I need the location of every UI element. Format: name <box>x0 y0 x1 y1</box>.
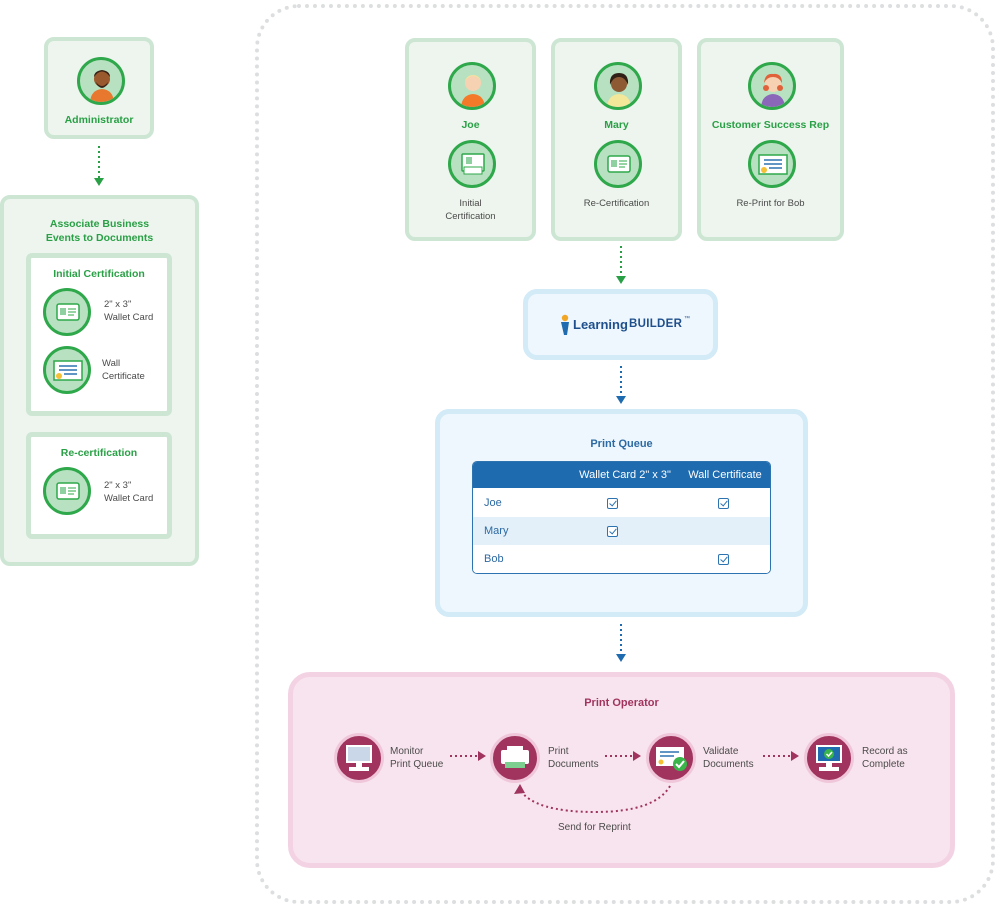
administrator-avatar-icon <box>77 57 125 105</box>
arrow-step1-to-step2 <box>450 751 486 761</box>
row-name: Joe <box>484 497 502 509</box>
wall-certificate-icon <box>43 346 91 394</box>
mary-avatar-icon <box>594 62 642 110</box>
customer-success-rep-name: Customer Success Rep <box>711 119 830 131</box>
learningbuilder-logo: Learning BUILDER ™ <box>558 314 690 336</box>
row-name: Mary <box>484 525 509 537</box>
associate-title-line1: Associate Business <box>49 218 150 230</box>
table-row: Bob <box>473 545 770 573</box>
arrow-print-queue-to-operator <box>616 624 626 662</box>
table-row: Joe <box>473 489 770 517</box>
wallet-card-icon <box>594 140 642 188</box>
workflow-region <box>255 4 995 904</box>
recert-item1-line2: Wallet Card <box>104 493 154 504</box>
wallet-card-icon <box>43 467 91 515</box>
joe-action-line2: Certification <box>445 211 496 222</box>
joe-name: Joe <box>461 119 480 131</box>
arrow-admin-to-associate <box>94 146 104 186</box>
column-header-wall-certificate: Wall Certificate <box>688 469 762 481</box>
table-row: Mary <box>473 517 770 545</box>
print-queue-title: Print Queue <box>590 438 653 450</box>
mary-name: Mary <box>604 119 629 131</box>
arrow-step3-to-step4 <box>763 751 799 761</box>
learningbuilder-logo-part2: BUILDER <box>629 318 683 330</box>
learningbuilder-logo-part1: Learning <box>573 317 628 332</box>
record-complete-icon <box>804 733 854 783</box>
step3-line1: Validate <box>703 746 739 757</box>
initial-certification-box: Initial Certification 2" x 3" Wallet Car… <box>26 253 172 416</box>
learningbuilder-card: Learning BUILDER ™ <box>523 289 718 360</box>
customer-success-rep-avatar-icon <box>748 62 796 110</box>
arrow-step2-to-step3 <box>605 751 641 761</box>
person-card-joe: Joe Initial Certification <box>405 38 536 241</box>
joe-action-line1: Initial <box>459 198 482 209</box>
arrow-learningbuilder-to-print-queue <box>616 366 626 404</box>
customer-success-rep-action: Re-Print for Bob <box>736 198 805 209</box>
administrator-label: Administrator <box>64 114 134 126</box>
bob-wall-checkbox-icon <box>718 545 729 573</box>
column-header-wallet-card: Wallet Card 2" x 3" <box>579 469 671 481</box>
step3-line2: Documents <box>703 759 754 770</box>
arrow-send-for-reprint <box>514 784 671 814</box>
recertification-box: Re-certification 2" x 3" Wallet Card <box>26 432 172 539</box>
joe-wall-checkbox-icon <box>718 489 729 517</box>
associate-title-line2: Events to Documents <box>45 232 154 244</box>
person-card-mary: Mary Re-Certification <box>551 38 682 241</box>
learningbuilder-person-icon <box>561 314 569 335</box>
recertification-title: Re-certification <box>60 447 138 459</box>
step4-line2: Complete <box>862 759 905 770</box>
person-card-customer-success-rep: Customer Success Rep Re-Print for Bob <box>697 38 844 241</box>
initial-item1-line1: 2" x 3" <box>104 299 132 310</box>
step2-line2: Documents <box>548 759 599 770</box>
print-operator-title: Print Operator <box>584 697 659 709</box>
initial-item2-line2: Certificate <box>102 371 145 382</box>
initial-certification-title: Initial Certification <box>53 268 145 280</box>
monitor-icon <box>334 733 384 783</box>
row-name: Bob <box>484 553 504 565</box>
administrator-card: Administrator <box>44 37 154 139</box>
joe-wallet-checkbox-icon <box>607 489 618 517</box>
mary-action-line1: Re-Certification <box>583 198 650 209</box>
print-queue-table-header: Wallet Card 2" x 3" Wall Certificate <box>473 462 770 488</box>
initial-item2-line1: Wall <box>102 358 121 369</box>
wall-certificate-icon <box>748 140 796 188</box>
learningbuilder-logo-tm: ™ <box>684 316 690 322</box>
mary-wallet-checkbox-icon <box>607 517 618 545</box>
step2-line1: Print <box>548 746 569 757</box>
printer-icon <box>490 733 540 783</box>
validate-document-icon <box>646 733 696 783</box>
recert-item1-line1: 2" x 3" <box>104 480 132 491</box>
step1-line1: Monitor <box>390 746 424 757</box>
send-for-reprint-label: Send for Reprint <box>558 822 631 833</box>
id-card-icon <box>448 140 496 188</box>
joe-avatar-icon <box>448 62 496 110</box>
arrow-people-to-learningbuilder <box>616 246 626 284</box>
associate-card: Associate Business Events to Documents I… <box>0 195 199 566</box>
initial-item1-line2: Wallet Card <box>104 312 154 323</box>
step1-line2: Print Queue <box>390 759 444 770</box>
print-queue-table: Wallet Card 2" x 3" Wall Certificate Joe… <box>472 461 771 574</box>
step4-line1: Record as <box>862 746 908 757</box>
wallet-card-icon <box>43 288 91 336</box>
print-operator-card: Print Operator <box>288 672 955 868</box>
